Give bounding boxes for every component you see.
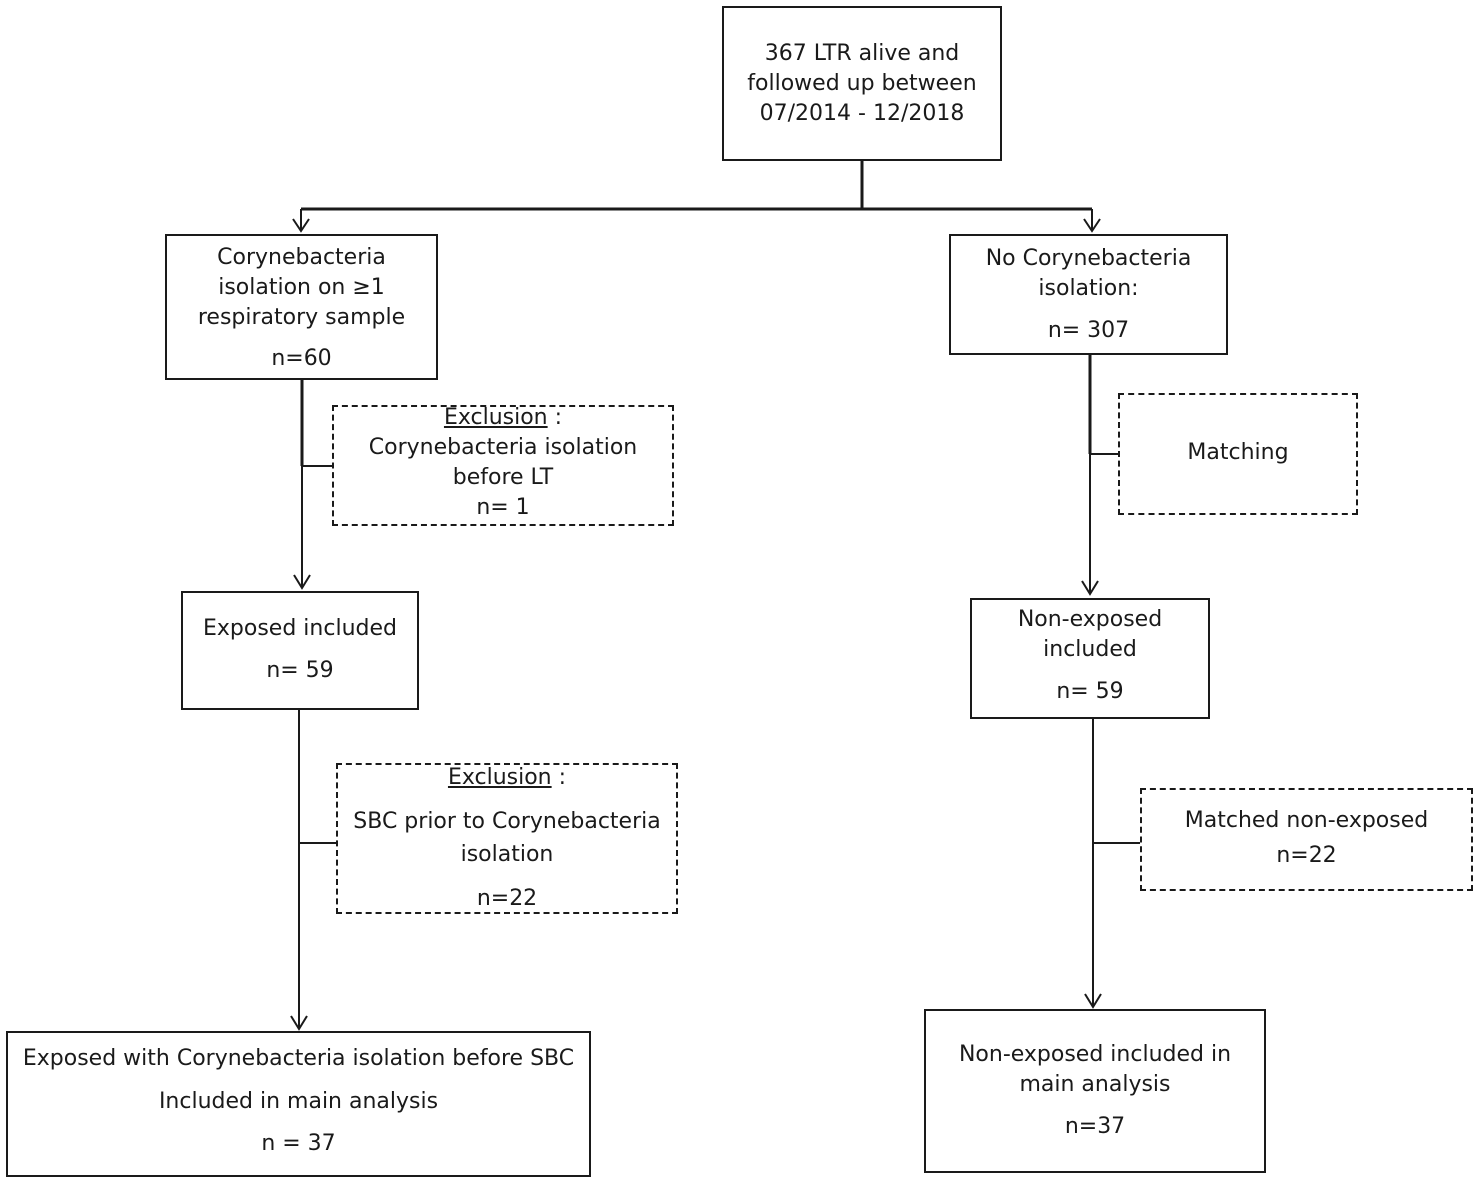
exclusion-heading: Exclusion : xyxy=(334,403,672,433)
non-exposed-included-box: Non-exposed included n= 59 xyxy=(970,598,1210,719)
final-count: n=37 xyxy=(1064,1114,1126,1139)
isolation-count: n=60 xyxy=(271,346,332,371)
exposed-count: n= 59 xyxy=(266,658,334,683)
matched-line: Matched non-exposed xyxy=(1184,808,1429,833)
matching-line: Matching xyxy=(1187,440,1289,465)
cohort-line: followed up between xyxy=(747,71,977,96)
no-isolation-line: No Corynebacteria xyxy=(985,246,1192,271)
isolation-line: isolation on ≥1 xyxy=(218,275,385,300)
final-line: Exposed with Corynebacteria isolation be… xyxy=(22,1046,575,1071)
final-line: main analysis xyxy=(1019,1072,1171,1097)
cohort-box: 367 LTR alive and followed up between 07… xyxy=(722,6,1002,161)
corynebacteria-isolation-box: Corynebacteria isolation on ≥1 respirato… xyxy=(165,234,438,380)
arrowhead-left-2 xyxy=(293,574,311,590)
matching-box: Matching xyxy=(1118,393,1358,515)
arrowhead-right-1 xyxy=(1083,218,1101,233)
cohort-line: 367 LTR alive and xyxy=(764,41,960,66)
exclusion-before-lt-box: Exclusion : Corynebacteria isolation bef… xyxy=(332,405,674,526)
non-exposed-line: Non-exposed xyxy=(1017,607,1163,632)
exposed-included-box: Exposed included n= 59 xyxy=(181,591,419,710)
final-count: n = 37 xyxy=(261,1131,336,1156)
arrowhead-left-1 xyxy=(292,218,310,233)
final-line: Included in main analysis xyxy=(158,1089,439,1114)
final-line: Non-exposed included in xyxy=(958,1042,1232,1067)
non-exposed-line: included xyxy=(1043,637,1137,662)
arrowhead-right-3 xyxy=(1084,993,1102,1009)
exclusion-line: SBC prior to Corynebacteria xyxy=(353,809,661,834)
no-isolation-line: isolation: xyxy=(1038,276,1139,301)
exclusion-line: Corynebacteria isolation xyxy=(368,435,638,460)
isolation-line: Corynebacteria xyxy=(217,245,386,270)
matched-non-exposed-box: Matched non-exposed n=22 xyxy=(1140,788,1473,891)
exclusion-colon: : xyxy=(551,765,567,790)
exclusion-label: Exclusion xyxy=(447,765,552,790)
exclusion-count: n= 1 xyxy=(476,495,530,520)
exposed-main-analysis-box: Exposed with Corynebacteria isolation be… xyxy=(6,1031,591,1177)
exclusion-heading: Exclusion : xyxy=(338,763,676,793)
exclusion-colon: : xyxy=(547,405,563,430)
non-exposed-count: n= 59 xyxy=(1056,679,1124,704)
arrowhead-right-2 xyxy=(1081,580,1099,596)
no-corynebacteria-isolation-box: No Corynebacteria isolation: n= 307 xyxy=(949,234,1228,355)
exclusion-label: Exclusion xyxy=(443,405,548,430)
no-isolation-count: n= 307 xyxy=(1047,318,1130,343)
matched-count: n=22 xyxy=(1276,843,1337,868)
arrowhead-left-3 xyxy=(290,1015,308,1031)
exclusion-line: isolation xyxy=(460,842,554,867)
exclusion-count: n=22 xyxy=(476,886,538,911)
isolation-line: respiratory sample xyxy=(197,305,406,330)
non-exposed-main-analysis-box: Non-exposed included in main analysis n=… xyxy=(924,1009,1266,1173)
exclusion-sbc-prior-box: Exclusion : SBC prior to Corynebacteria … xyxy=(336,763,678,914)
cohort-line: 07/2014 - 12/2018 xyxy=(759,101,965,126)
exclusion-line: before LT xyxy=(452,465,554,490)
exposed-line: Exposed included xyxy=(203,616,397,641)
